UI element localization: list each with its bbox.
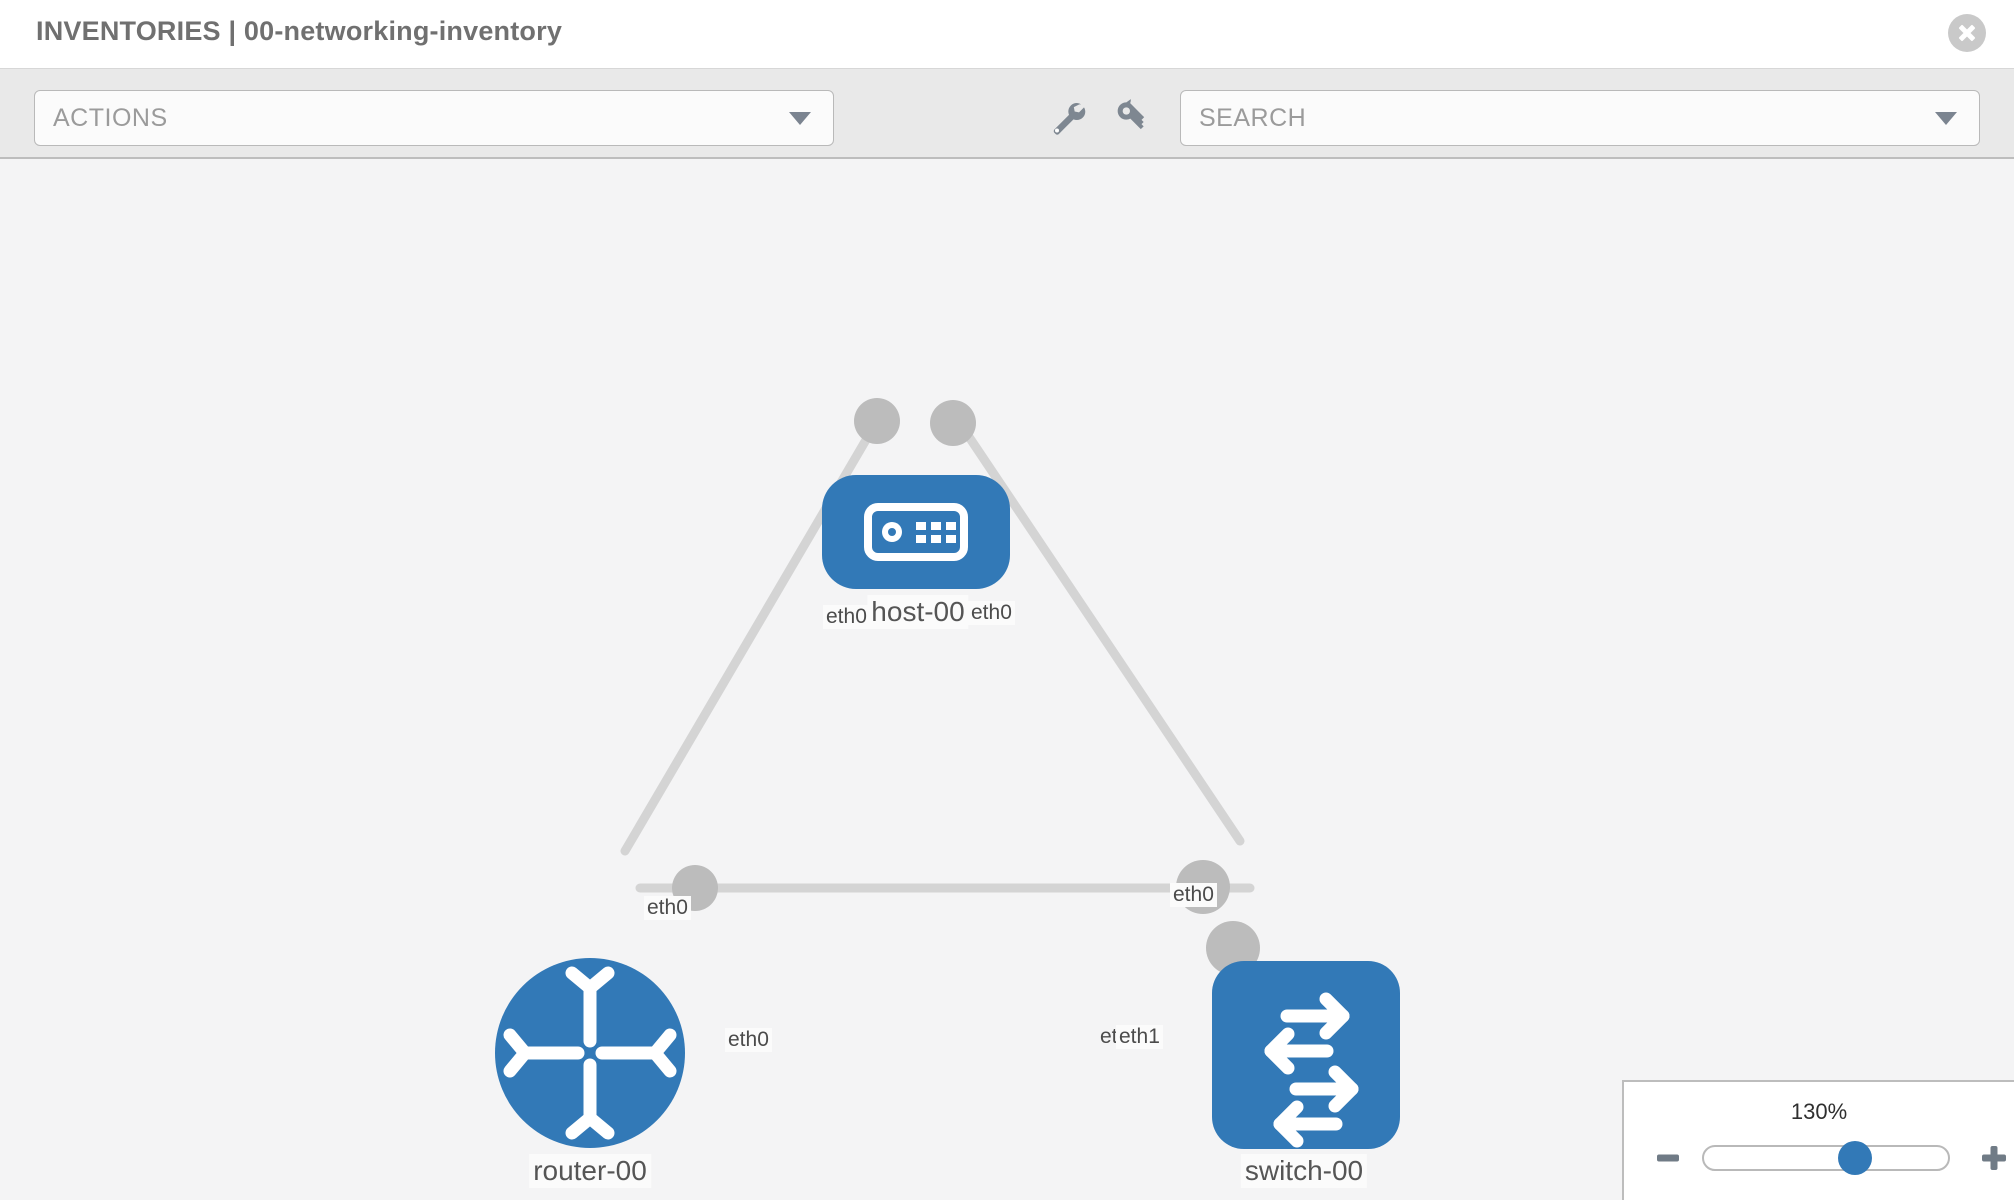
zoom-slider-row (1624, 1136, 2014, 1180)
actions-dropdown-label: ACTIONS (53, 103, 168, 132)
search-input[interactable]: SEARCH (1180, 90, 1980, 146)
key-icon[interactable] (1104, 91, 1158, 145)
zoom-level-value: 130% (1790, 1099, 1848, 1124)
port-host-right (930, 400, 976, 446)
node-host-00[interactable] (822, 475, 1010, 589)
port-host-left (854, 398, 900, 444)
page-title: INVENTORIES | 00-networking-inventory (36, 16, 563, 46)
zoom-control-panel: 130% (1622, 1080, 2014, 1200)
node-label-router: router-00 (529, 1154, 651, 1188)
iface-label: eth0 (725, 1028, 772, 1052)
node-router-00[interactable] (495, 958, 685, 1148)
iface-label: eth0 (1170, 883, 1217, 907)
chevron-down-icon (789, 111, 811, 125)
node-label-switch: switch-00 (1240, 1154, 1368, 1188)
zoom-slider-thumb[interactable] (1838, 1141, 1873, 1175)
iface-label: eth0 (823, 605, 870, 629)
minus-icon[interactable] (1646, 1136, 1690, 1180)
iface-label: eth0 (968, 601, 1015, 625)
wrench-icon[interactable] (1040, 91, 1094, 145)
plus-icon[interactable] (1972, 1136, 2014, 1180)
topology-graph (495, 398, 1400, 1149)
actions-dropdown[interactable]: ACTIONS (34, 90, 834, 146)
chevron-down-icon (1935, 111, 1957, 125)
close-icon[interactable] (1948, 14, 1986, 52)
node-label-host: host-00 (867, 595, 969, 629)
link-host-switch (950, 411, 1245, 846)
search-placeholder: SEARCH (1199, 103, 1307, 132)
iface-label: eth0 (644, 896, 691, 920)
toolbar: ACTIONS SEARCH (0, 69, 2014, 159)
zoom-slider-track[interactable] (1702, 1141, 1950, 1175)
topology-canvas[interactable]: eth0 eth0 eth0 eth0 eth0 eth0 eth1 host-… (0, 161, 2014, 1200)
iface-label: eth1 (1116, 1025, 1163, 1049)
router-arrows-icon (503, 966, 677, 1140)
server-icon (864, 503, 968, 561)
node-switch-00[interactable] (1212, 961, 1400, 1149)
switch-arrows-icon (1264, 992, 1359, 1148)
window-header: INVENTORIES | 00-networking-inventory (0, 0, 2014, 69)
